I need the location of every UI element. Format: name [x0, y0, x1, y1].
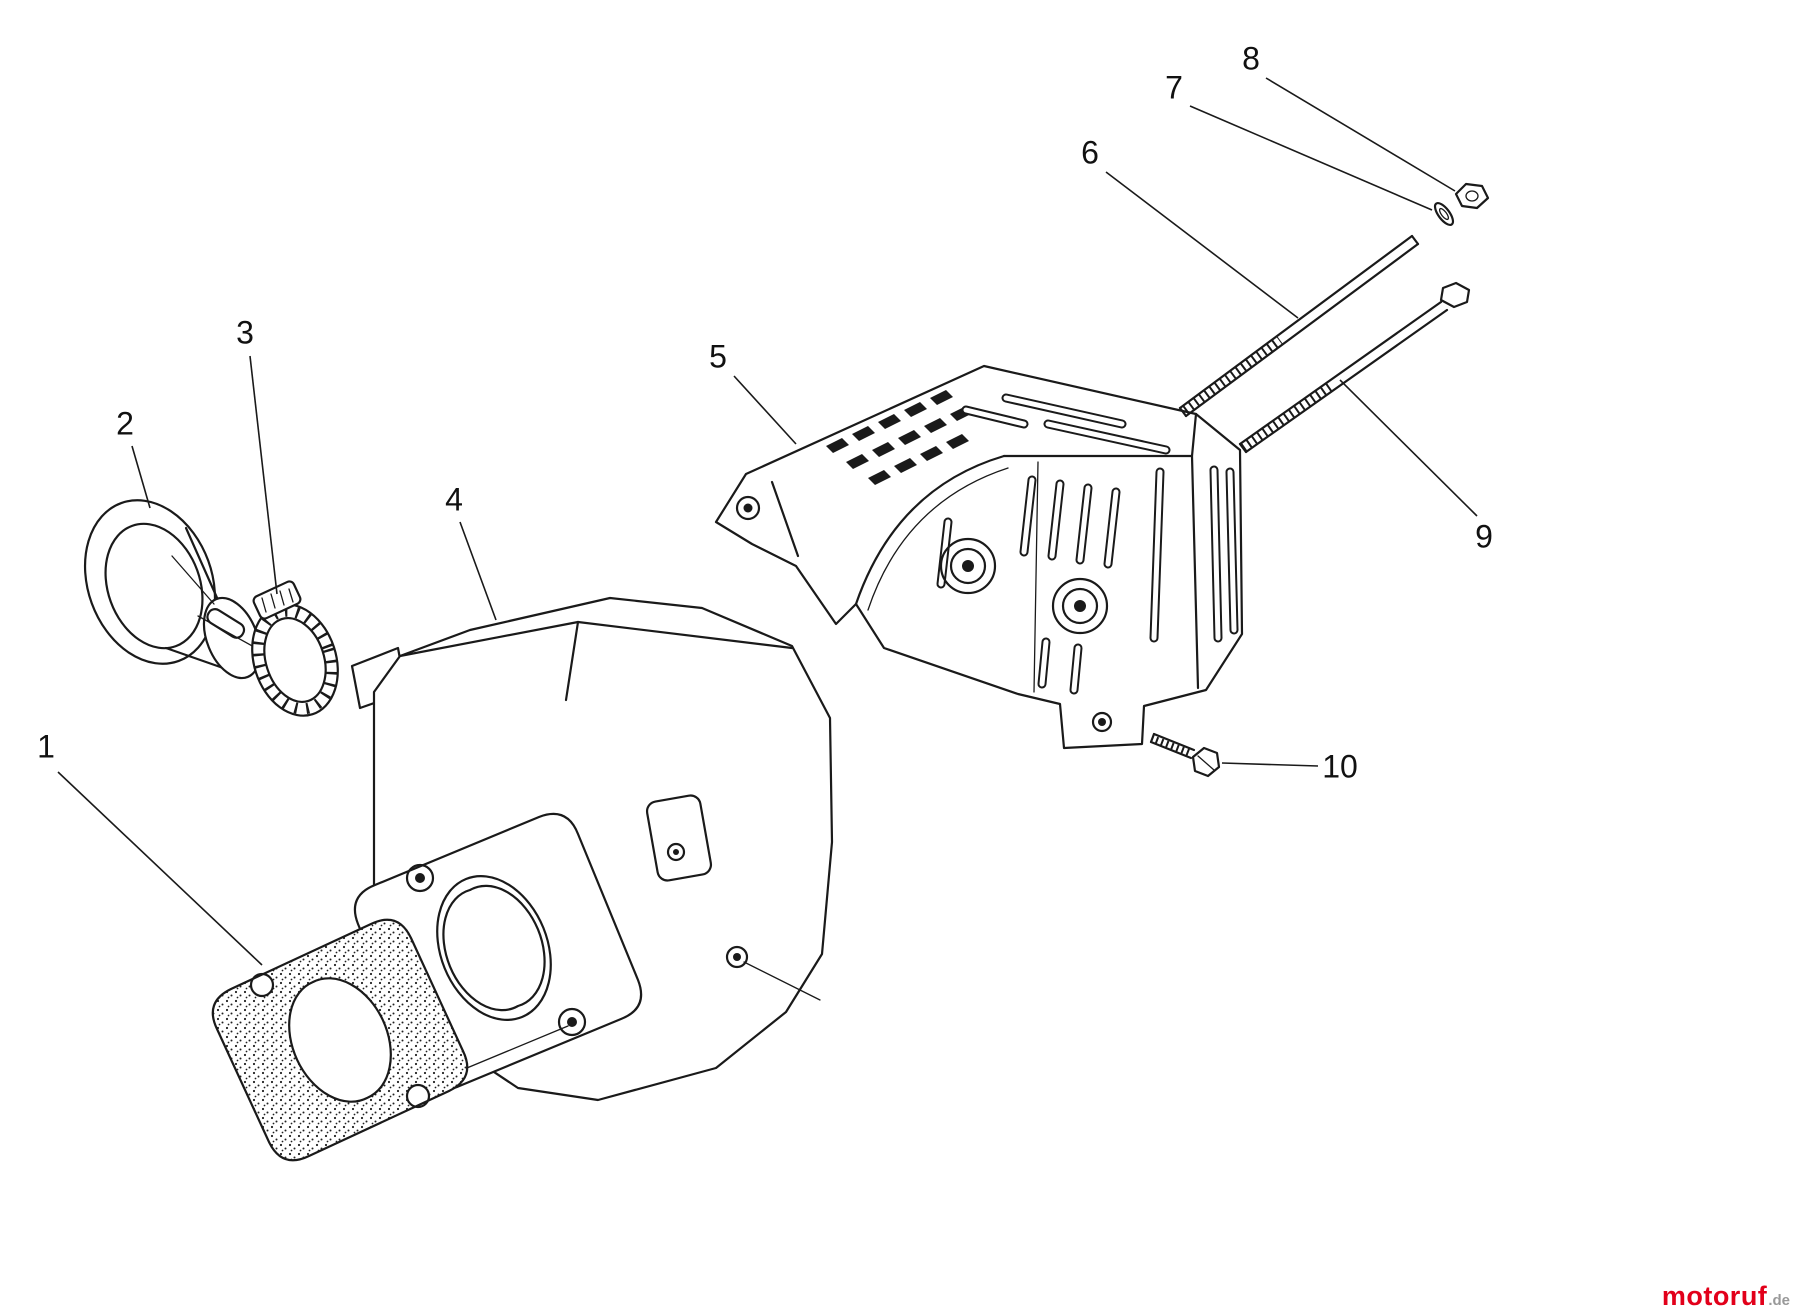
shield-louver-slots: [936, 393, 1239, 695]
leader-line-8: [1265, 77, 1456, 192]
callout-2: 2: [116, 405, 134, 442]
callout-7: 7: [1165, 69, 1183, 106]
clamp-part: [251, 580, 339, 717]
leader-line-6: [1105, 171, 1299, 319]
callout-4: 4: [445, 481, 463, 518]
hex-nut: [1454, 182, 1490, 210]
callout-1: 1: [37, 728, 55, 765]
heat-shield-part: [714, 364, 1244, 750]
shield-screw: [1149, 732, 1221, 778]
leader-line-9: [1339, 379, 1478, 517]
leader-line-4: [459, 521, 497, 621]
leader-lines: [57, 77, 1478, 966]
watermark-logo[interactable]: motoruf.de: [1662, 1281, 1790, 1312]
callout-3: 3: [236, 314, 254, 351]
callout-9: 9: [1475, 518, 1493, 555]
leader-line-7: [1189, 105, 1433, 211]
leader-line-3: [249, 355, 278, 595]
watermark-brand-text: motoruf: [1661, 1281, 1768, 1311]
flat-washer: [1433, 202, 1455, 226]
callout-8: 8: [1242, 40, 1260, 77]
shield-bosses: [939, 537, 1109, 635]
mounting-bolt-lower: [1238, 281, 1471, 454]
gasket-part: [211, 918, 469, 1162]
leader-line-5: [733, 375, 797, 445]
callout-5: 5: [709, 338, 727, 375]
callout-6: 6: [1081, 134, 1099, 171]
leader-line-10: [1221, 762, 1319, 767]
leader-line-2: [131, 445, 151, 509]
watermark-tld-text: .de: [1768, 1292, 1790, 1309]
leader-line-1: [57, 771, 263, 966]
callout-10: 10: [1322, 748, 1358, 785]
deflector-part: [83, 499, 262, 680]
mounting-bolt-upper: [1178, 234, 1420, 418]
